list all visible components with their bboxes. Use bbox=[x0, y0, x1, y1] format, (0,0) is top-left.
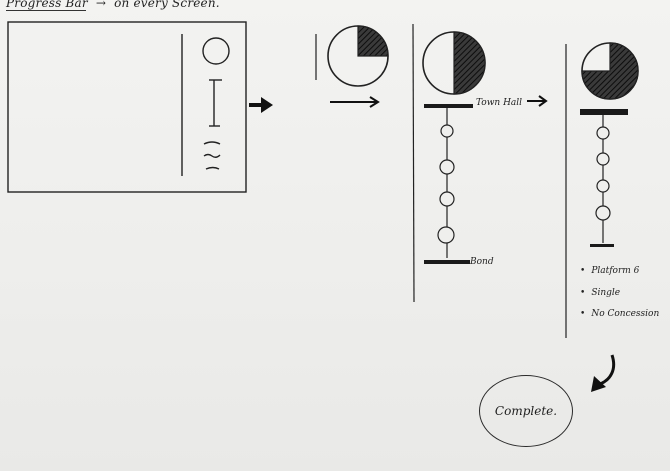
screen-3-divider bbox=[412, 23, 415, 303]
route-stop bbox=[440, 124, 454, 138]
route-stop bbox=[596, 152, 610, 166]
thick-arrow bbox=[249, 97, 273, 113]
stop-label-bottom: Bond bbox=[470, 257, 494, 267]
text-squiggle-3 bbox=[205, 166, 220, 170]
route-stop bbox=[439, 191, 455, 207]
route-stop bbox=[596, 126, 610, 140]
stop-bar-bottom bbox=[424, 260, 470, 264]
screen-frame bbox=[7, 21, 247, 193]
stop-bar-top bbox=[424, 104, 473, 108]
thin-arrow-1 bbox=[330, 96, 380, 108]
screen-3-route bbox=[412, 23, 486, 303]
curved-arrow bbox=[591, 354, 616, 392]
complete-label: Complete. bbox=[494, 404, 558, 418]
text-squiggle-1 bbox=[203, 141, 221, 145]
stop-label-top: Town Hall bbox=[476, 98, 523, 108]
title-arrow: → bbox=[95, 0, 107, 10]
stop-bar-bottom bbox=[590, 244, 614, 247]
title-suffix: on every Screen. bbox=[114, 0, 220, 10]
title-label: Progress Bar bbox=[6, 0, 88, 10]
route-stop bbox=[439, 159, 455, 175]
text-squiggle-2 bbox=[203, 153, 221, 158]
screen-4-route bbox=[565, 42, 639, 338]
title-underline bbox=[6, 10, 86, 11]
route-stop bbox=[595, 205, 611, 221]
screen-wireframe bbox=[7, 21, 247, 193]
screen-2-pie bbox=[315, 25, 389, 87]
thin-arrow-2 bbox=[527, 95, 548, 107]
detail-item-platform: Platform 6 bbox=[580, 266, 639, 276]
stop-bar-top bbox=[580, 109, 628, 115]
detail-item-concession: No Concession bbox=[580, 309, 659, 319]
complete-badge: Complete. bbox=[479, 375, 573, 447]
route-stop bbox=[596, 179, 610, 193]
page-title: Progress Bar → on every Screen. bbox=[6, 0, 220, 11]
route-stop bbox=[437, 226, 455, 244]
detail-item-ticket: Single bbox=[580, 288, 620, 298]
progress-circle-placeholder bbox=[202, 37, 230, 65]
